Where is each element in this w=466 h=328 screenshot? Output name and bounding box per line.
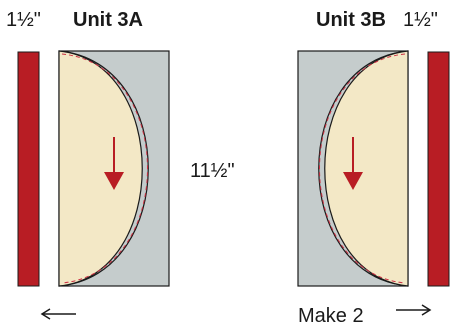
unit-3a-outer-seam	[58, 50, 149, 287]
unit-3b-stitch-line	[319, 53, 406, 284]
press-left-arrow-icon	[40, 308, 76, 320]
right-red-strip	[427, 51, 450, 287]
unit-3b-title: Unit 3B	[316, 9, 386, 31]
unit-3b-arrow-head	[343, 172, 363, 190]
left-strip-width-label: 1½"	[6, 9, 41, 31]
unit-3a-stitch-line	[61, 53, 148, 284]
unit-3a-arrow-head	[104, 172, 124, 190]
unit-3a-block	[58, 50, 170, 287]
block-height-label: 11½"	[190, 160, 235, 182]
press-right-arrow-icon	[396, 304, 432, 316]
unit-3b-half-circle	[324, 50, 409, 287]
right-strip-width-label: 1½"	[403, 9, 438, 31]
make-count-note: Make 2	[298, 305, 364, 327]
unit-3a-half-circle	[58, 50, 143, 287]
unit-3b-outer-seam	[318, 50, 409, 287]
left-red-strip	[17, 51, 40, 287]
unit-3a-title: Unit 3A	[73, 9, 143, 31]
unit-3b-block	[297, 50, 409, 287]
